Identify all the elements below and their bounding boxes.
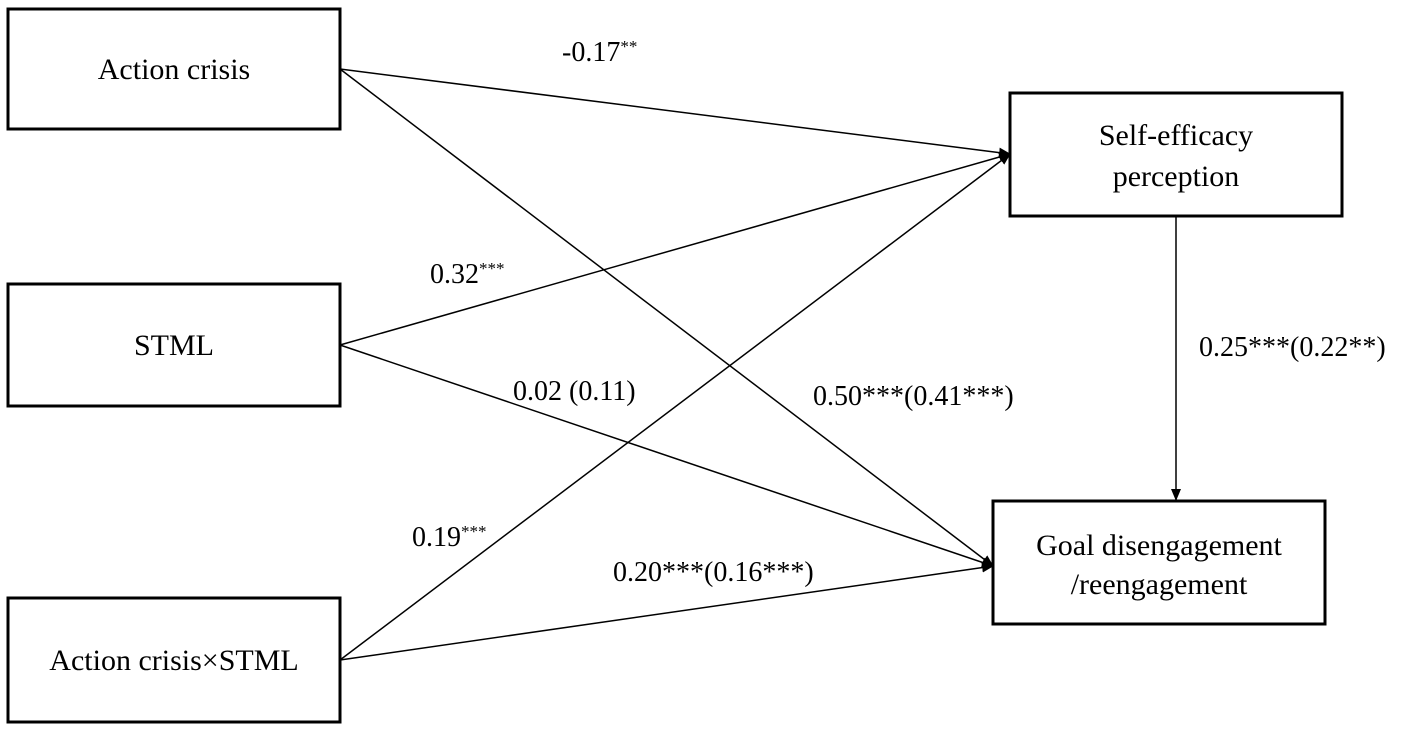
node-stml-label: STML [134, 329, 214, 362]
node-goal: Goal disengagement /reengagement [991, 499, 1327, 626]
node-interaction: Action crisis×STML [6, 596, 342, 724]
edge-interaction-to-goal [339, 562, 994, 661]
coef-value: 0.19 [412, 522, 461, 553]
label-action-crisis-to-self-efficacy: -0.17** [562, 37, 637, 68]
coef-significance: *** [479, 259, 505, 278]
edge-stml-to-self-efficacy [339, 152, 1011, 346]
label-interaction-to-goal: 0.20***(0.16***) [613, 557, 814, 588]
node-action-crisis: Action crisis [6, 7, 342, 131]
node-goal-label-line2: /reengagement [1071, 568, 1248, 601]
node-action-crisis-label: Action crisis [98, 53, 250, 86]
label-action-crisis-to-goal: 0.50***(0.41***) [813, 381, 1014, 412]
label-stml-to-goal: 0.02 (0.11) [513, 376, 636, 407]
node-interaction-label: Action crisis×STML [49, 644, 298, 677]
edge-interaction-to-self-efficacy [339, 153, 1011, 661]
coef-significance: *** [461, 522, 487, 541]
node-goal-label-line1: Goal disengagement [1036, 529, 1282, 562]
coef-significance: ** [620, 37, 637, 56]
label-self-efficacy-to-goal: 0.25***(0.22**) [1199, 332, 1386, 363]
node-stml: STML [6, 282, 342, 408]
node-self-efficacy: Self-efficacy perception [1008, 91, 1344, 218]
edge-action-crisis-to-goal [339, 68, 994, 567]
node-self-efficacy-label-line2: perception [1113, 160, 1240, 193]
edge-action-crisis-to-self-efficacy [339, 68, 1011, 158]
edge-stml-to-goal [339, 344, 994, 568]
label-stml-to-self-efficacy: 0.32*** [430, 259, 505, 290]
node-self-efficacy-label-line1: Self-efficacy [1099, 119, 1253, 152]
coef-value: -0.17 [562, 37, 620, 68]
coef-value: 0.32 [430, 259, 479, 290]
label-interaction-to-self-efficacy: 0.19*** [412, 522, 487, 553]
